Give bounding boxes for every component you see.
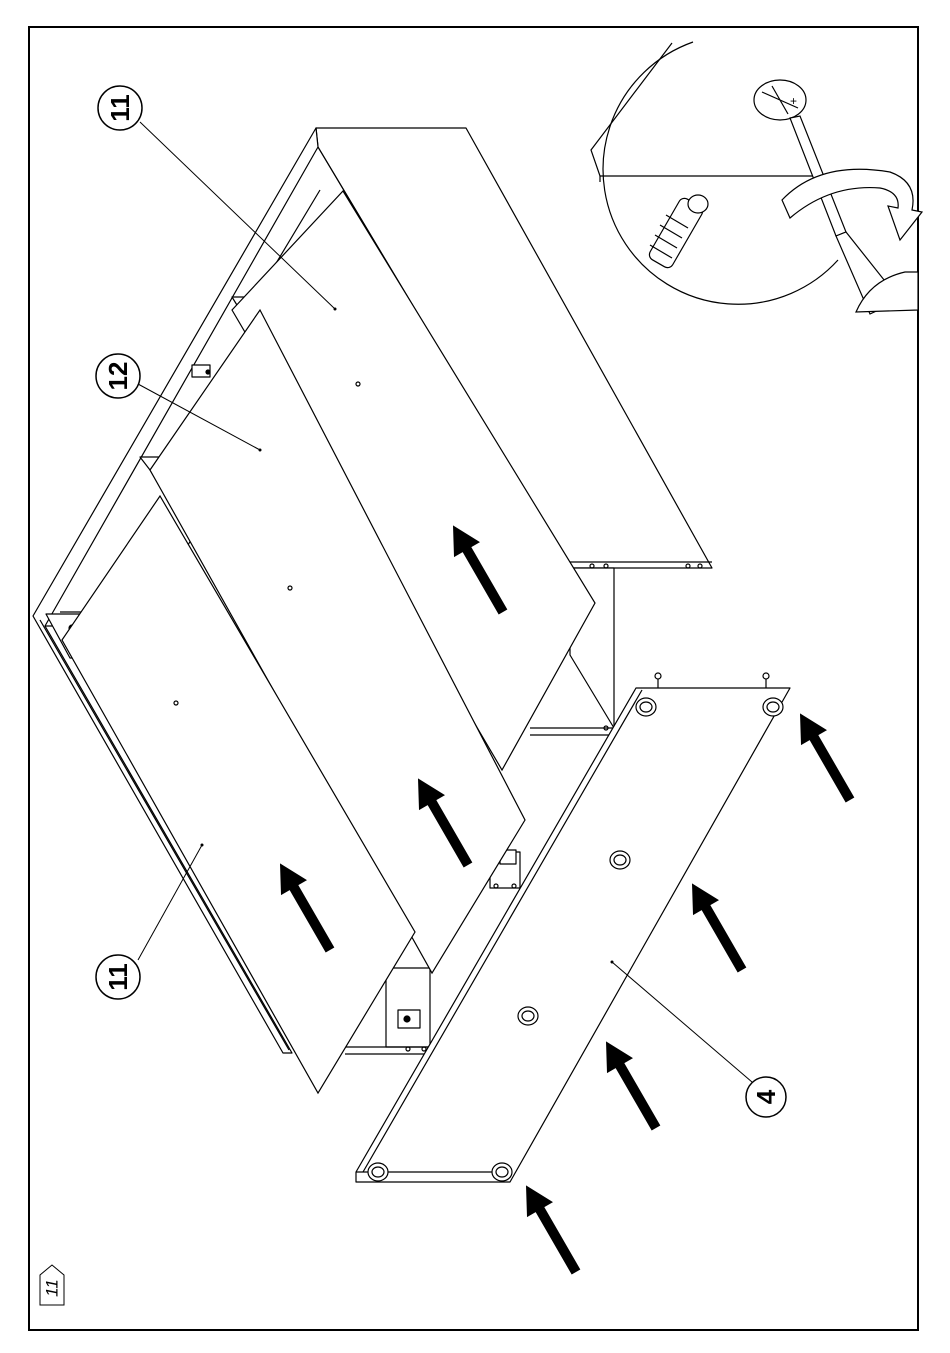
- callout-label-bottom: 11: [103, 963, 133, 991]
- svg-text:+: +: [790, 94, 797, 108]
- arrow-icon: [787, 706, 863, 808]
- arrow-icon: [679, 876, 755, 978]
- callout-bottom: 11: [96, 844, 204, 1000]
- step-number: 11: [43, 1279, 62, 1297]
- rotation-arrow-icon: [782, 169, 922, 240]
- arrow-icon: [513, 1178, 589, 1280]
- callout-label-top: 11: [105, 94, 135, 122]
- screw-icon: +: [754, 80, 806, 120]
- callout-label-middle: 12: [103, 362, 133, 391]
- arrow-icon: [593, 1034, 669, 1136]
- detail-inset: +: [591, 42, 922, 314]
- dowel-icon: [647, 195, 708, 270]
- callout-label-front: 4: [751, 1089, 781, 1104]
- step-number-tag: 11: [40, 1265, 64, 1305]
